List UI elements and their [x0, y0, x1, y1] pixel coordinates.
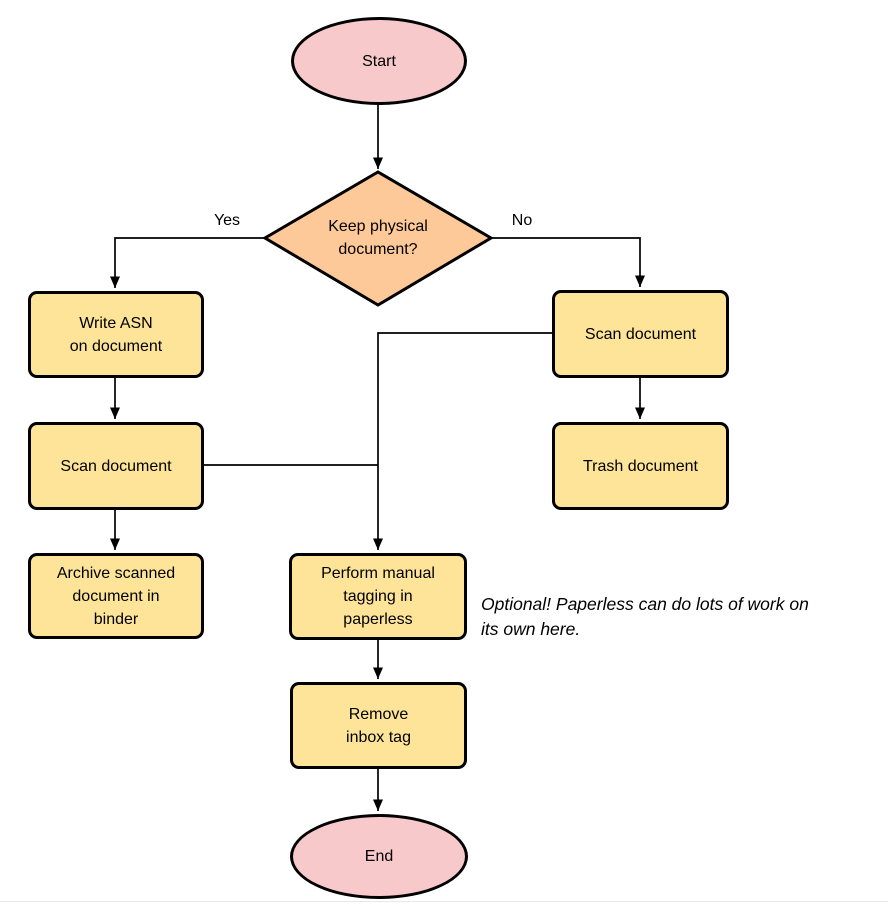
node-write-asn: Write ASN on document — [28, 291, 204, 378]
node-trash-document: Trash document — [552, 422, 729, 510]
edge-label-yes: Yes — [213, 212, 241, 229]
node-scan-document-right: Scan document — [552, 290, 729, 378]
edge-label-no: No — [511, 212, 533, 229]
decision-shape — [262, 170, 494, 307]
annotation-note: Optional! Paperless can do lots of work … — [481, 594, 809, 639]
node-remove-inbox-tag-label: Remove inbox tag — [346, 705, 411, 746]
node-archive-in-binder: Archive scanned document in binder — [28, 553, 204, 639]
node-start-label: Start — [362, 52, 396, 70]
node-start: Start — [291, 17, 467, 105]
edge-decision-no-to-scan-right — [490, 237, 645, 287]
node-scan-document-left-label: Scan document — [60, 457, 172, 475]
node-end-label: End — [364, 848, 394, 865]
edge-scan-right-to-tagging — [373, 332, 552, 550]
node-manual-tagging-label: Perform manual tagging in paperless — [321, 565, 435, 628]
node-scan-document-left: Scan document — [28, 422, 204, 510]
node-decision-label: Keep physical document? — [328, 218, 428, 258]
node-archive-in-binder-label: Archive scanned document in binder — [56, 564, 176, 628]
node-trash-document-label: Trash document — [582, 457, 698, 475]
node-write-asn-label: Write ASN on document — [69, 314, 163, 355]
page-bottom-divider — [0, 901, 888, 902]
node-scan-document-right-label: Scan document — [584, 325, 697, 343]
edge-decision-yes-to-write-asn — [110, 237, 266, 288]
node-remove-inbox-tag: Remove inbox tag — [290, 682, 467, 769]
node-end: End — [290, 814, 468, 899]
node-manual-tagging: Perform manual tagging in paperless — [289, 553, 467, 640]
